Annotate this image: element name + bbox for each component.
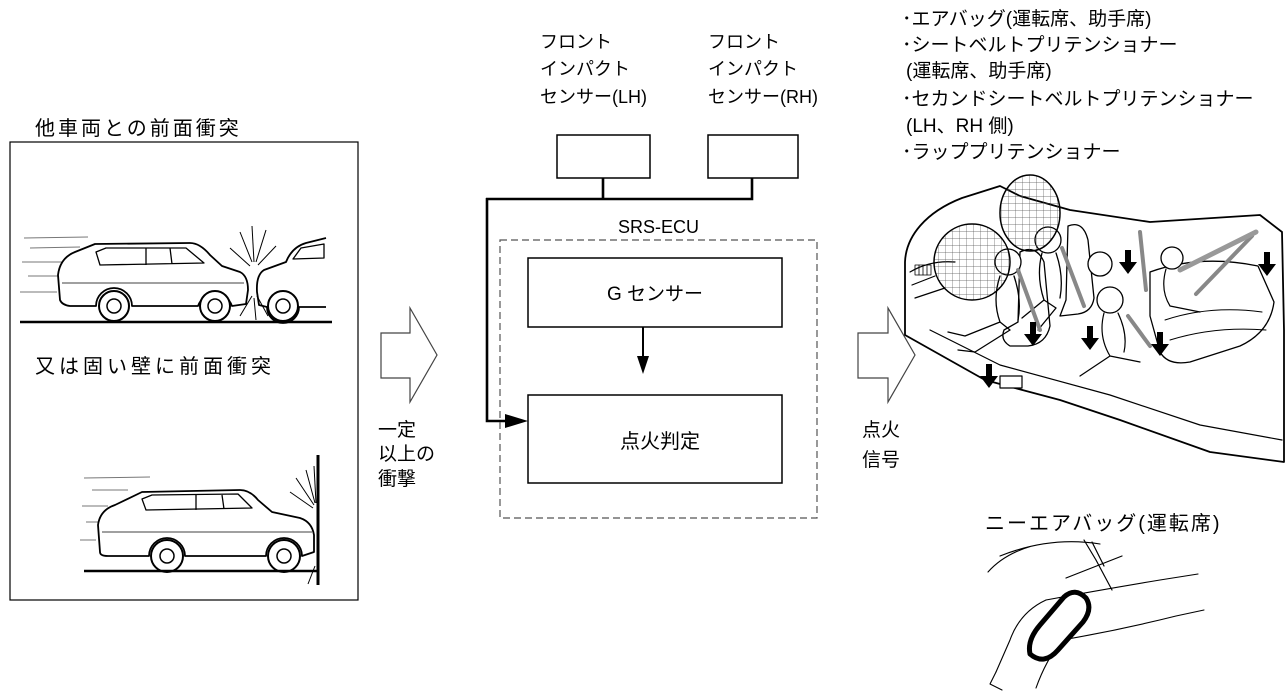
down-arrow-icon: [980, 364, 998, 388]
collision-panel-title: 他車両との前面衝突: [35, 118, 242, 140]
device-list-item-seatbelt-pretensioner-seats: (運転席、助手席): [906, 61, 1052, 82]
passenger-airbag: [999, 174, 1061, 252]
knee-airbag-shape: [1027, 589, 1092, 662]
car-rear-wheel: [150, 539, 184, 573]
impact-arrow: [380, 305, 438, 405]
sensor-lh-label-line-3: センサー(LH): [540, 87, 647, 107]
ignition-decision-box: [527, 394, 783, 484]
down-arrow-icon: [1024, 322, 1042, 346]
car-front-wheel: [267, 539, 301, 573]
rear-occupant-head-3: [1160, 246, 1184, 270]
sensor-rh-label-line-2: インパクト: [708, 59, 798, 79]
car-front-hub: [207, 298, 223, 314]
car-to-car-crash-illustration: [20, 225, 332, 324]
car-windows: [141, 493, 253, 511]
dash-vent: [914, 264, 932, 276]
knee-airbag-label: ニーエアバッグ(運転席): [985, 513, 1222, 535]
oncoming-car-hub: [275, 298, 291, 314]
sensor-lh-label-line-1: フロント: [540, 32, 612, 52]
down-arrow-icon: [1258, 252, 1276, 276]
sensor-bus-lines: [485, 178, 754, 423]
g-sensor-text: G センサー: [606, 284, 704, 305]
signal-label-line-2: 信号: [862, 450, 901, 471]
driver-airbag: [933, 223, 1011, 301]
pretensioner-arrows: [980, 250, 1276, 388]
dashboard-lower-line: [987, 541, 1101, 573]
front-impact-sensor-lh-box: [556, 134, 651, 179]
g-sensor-box: [527, 257, 783, 328]
impact-burst: [229, 225, 277, 321]
seat-belts: [1016, 230, 1254, 348]
impact-label-line-3: 衝撃: [378, 469, 417, 490]
rear-occupant-bodies: [1079, 268, 1201, 377]
srs-ecu-dashed-frame: [499, 239, 818, 519]
collision-panel-caption: 又は固い壁に前面衝突: [35, 356, 275, 378]
car-rear-wheel: [98, 290, 130, 322]
device-list-item-lap-pretensioner: ･ラッププリテンショナー: [902, 142, 1121, 163]
car-front-hub: [276, 548, 292, 564]
door-sill-line: [929, 329, 1283, 441]
rear-seat-cushion: [1164, 309, 1267, 341]
device-list-item-seatbelt-pretensioner: ･シートベルトプリテンショナー: [902, 35, 1178, 56]
steering-column: [1065, 539, 1123, 591]
impact-label-line-2: 以上の: [378, 444, 436, 465]
oncoming-car-window: [292, 243, 325, 260]
down-arrow-icon: [1081, 326, 1099, 350]
rear-occupant-head-1: [1087, 251, 1113, 277]
vehicle-interior-illustration: [904, 174, 1285, 463]
car-front-wheel: [199, 290, 231, 322]
car-windows: [95, 247, 205, 266]
rear-occupant-head-2: [1096, 286, 1124, 314]
speed-lines: [20, 236, 89, 293]
car-body: [97, 489, 315, 557]
belt-anchor-pillar: [1177, 229, 1259, 273]
g-sensor-label: G センサー: [528, 258, 782, 327]
g-sensor-to-decision-arrowhead: [637, 356, 649, 374]
oncoming-car-wheel: [267, 290, 299, 322]
car-rear-hub: [159, 548, 175, 564]
srs-ecu-title: SRS-ECU: [618, 217, 700, 237]
car-to-wall-crash-illustration: [80, 455, 320, 585]
knee-airbag-illustration: [987, 539, 1205, 691]
sensor-rh-label-line-3: センサー(RH): [708, 87, 818, 107]
speed-lines: [80, 476, 151, 541]
passenger-body: [1021, 252, 1062, 331]
driver-body: [947, 275, 1020, 353]
sensor-lh-label-line-2: インパクト: [540, 59, 630, 79]
front-impact-sensor-rh-box: [707, 134, 799, 179]
ignition-decision-text: 点火判定: [620, 430, 700, 453]
impact-burst: [289, 465, 317, 585]
signal-label-line-1: 点火: [862, 420, 901, 441]
car-rear-hub: [106, 298, 122, 314]
passenger-seat: [1059, 223, 1095, 317]
sensor-bus-arrowhead: [505, 414, 528, 428]
ignition-signal-arrow: [857, 305, 916, 405]
impact-label-line-1: 一定: [378, 420, 417, 441]
ignition-decision-label: 点火判定: [538, 395, 782, 483]
device-list-item-airbag: ･エアバッグ(運転席、助手席): [902, 9, 1152, 30]
lap-pretensioner: [999, 375, 1023, 389]
down-arrow-icon: [1119, 250, 1137, 274]
device-list-item-second-seatbelt-sides: (LH、RH 側): [906, 116, 1014, 137]
device-list-item-second-seatbelt-pretensioner: ･セカンドシートベルトプリテンショナー: [902, 89, 1254, 110]
foot-outline: [989, 671, 1003, 691]
sensor-rh-label-line-1: フロント: [708, 32, 780, 52]
collision-panel-frame: [9, 141, 359, 601]
down-arrow-icon: [1151, 332, 1169, 356]
thigh-outline: [1045, 573, 1205, 641]
